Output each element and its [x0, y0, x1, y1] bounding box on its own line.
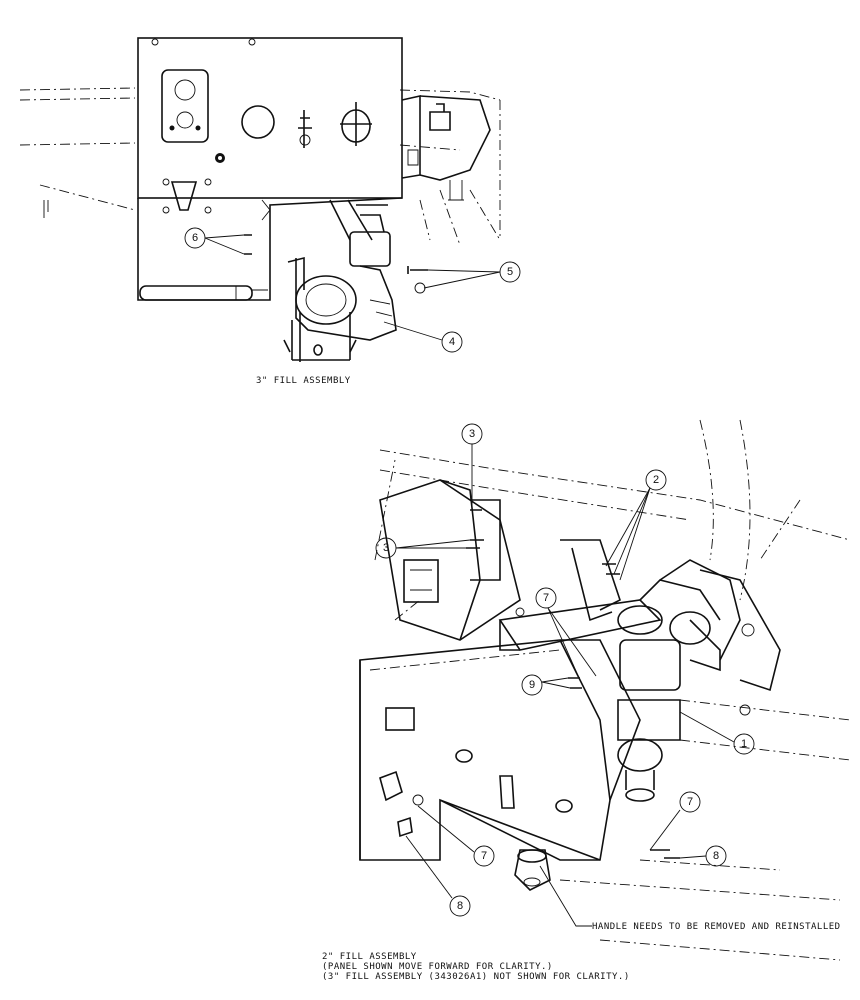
handle-note-leader — [539, 865, 592, 927]
svg-text:8: 8 — [713, 850, 719, 862]
callout-3-lower: 3 — [375, 537, 471, 559]
svg-text:9: 9 — [529, 679, 535, 691]
svg-text:7: 7 — [687, 796, 693, 808]
callout-7-upper: 7 — [535, 587, 597, 681]
svg-text:3: 3 — [383, 542, 389, 554]
svg-text:6: 6 — [192, 232, 198, 244]
svg-text:1: 1 — [741, 738, 747, 750]
callout-8-lower-left: 8 — [405, 835, 471, 917]
callout-7-lower-left: 7 — [417, 805, 495, 867]
bottom-caption-line-2: (PANEL SHOWN MOVE FORWARD FOR CLARITY.) — [322, 962, 553, 972]
callout-3-upper: 3 — [461, 423, 483, 510]
svg-text:8: 8 — [457, 900, 463, 912]
svg-text:7: 7 — [543, 592, 549, 604]
callout-5: 5 — [423, 261, 521, 289]
callout-6: 6 — [184, 227, 245, 255]
svg-text:3: 3 — [469, 428, 475, 440]
top-fill-assembly-drawing — [19, 37, 501, 362]
callout-4: 4 — [383, 321, 463, 353]
bottom-caption-line-3: (3" FILL ASSEMBLY (343026A1) NOT SHOWN F… — [322, 972, 630, 982]
bottom-fill-assembly-drawing — [359, 419, 851, 961]
handle-note: HANDLE NEEDS TO BE REMOVED AND REINSTALL… — [592, 922, 841, 932]
callout-9: 9 — [521, 674, 571, 696]
svg-text:4: 4 — [449, 336, 455, 348]
callout-2: 2 — [605, 469, 667, 581]
svg-text:5: 5 — [507, 266, 513, 278]
top-assembly-caption: 3" FILL ASSEMBLY — [256, 376, 351, 386]
callout-1: 1 — [679, 711, 755, 755]
svg-text:2: 2 — [653, 474, 659, 486]
callout-8-lower-right: 8 — [679, 845, 727, 867]
bottom-caption-line-1: 2" FILL ASSEMBLY — [322, 952, 417, 962]
callout-7-lower-right: 7 — [649, 791, 701, 851]
svg-text:7: 7 — [481, 850, 487, 862]
